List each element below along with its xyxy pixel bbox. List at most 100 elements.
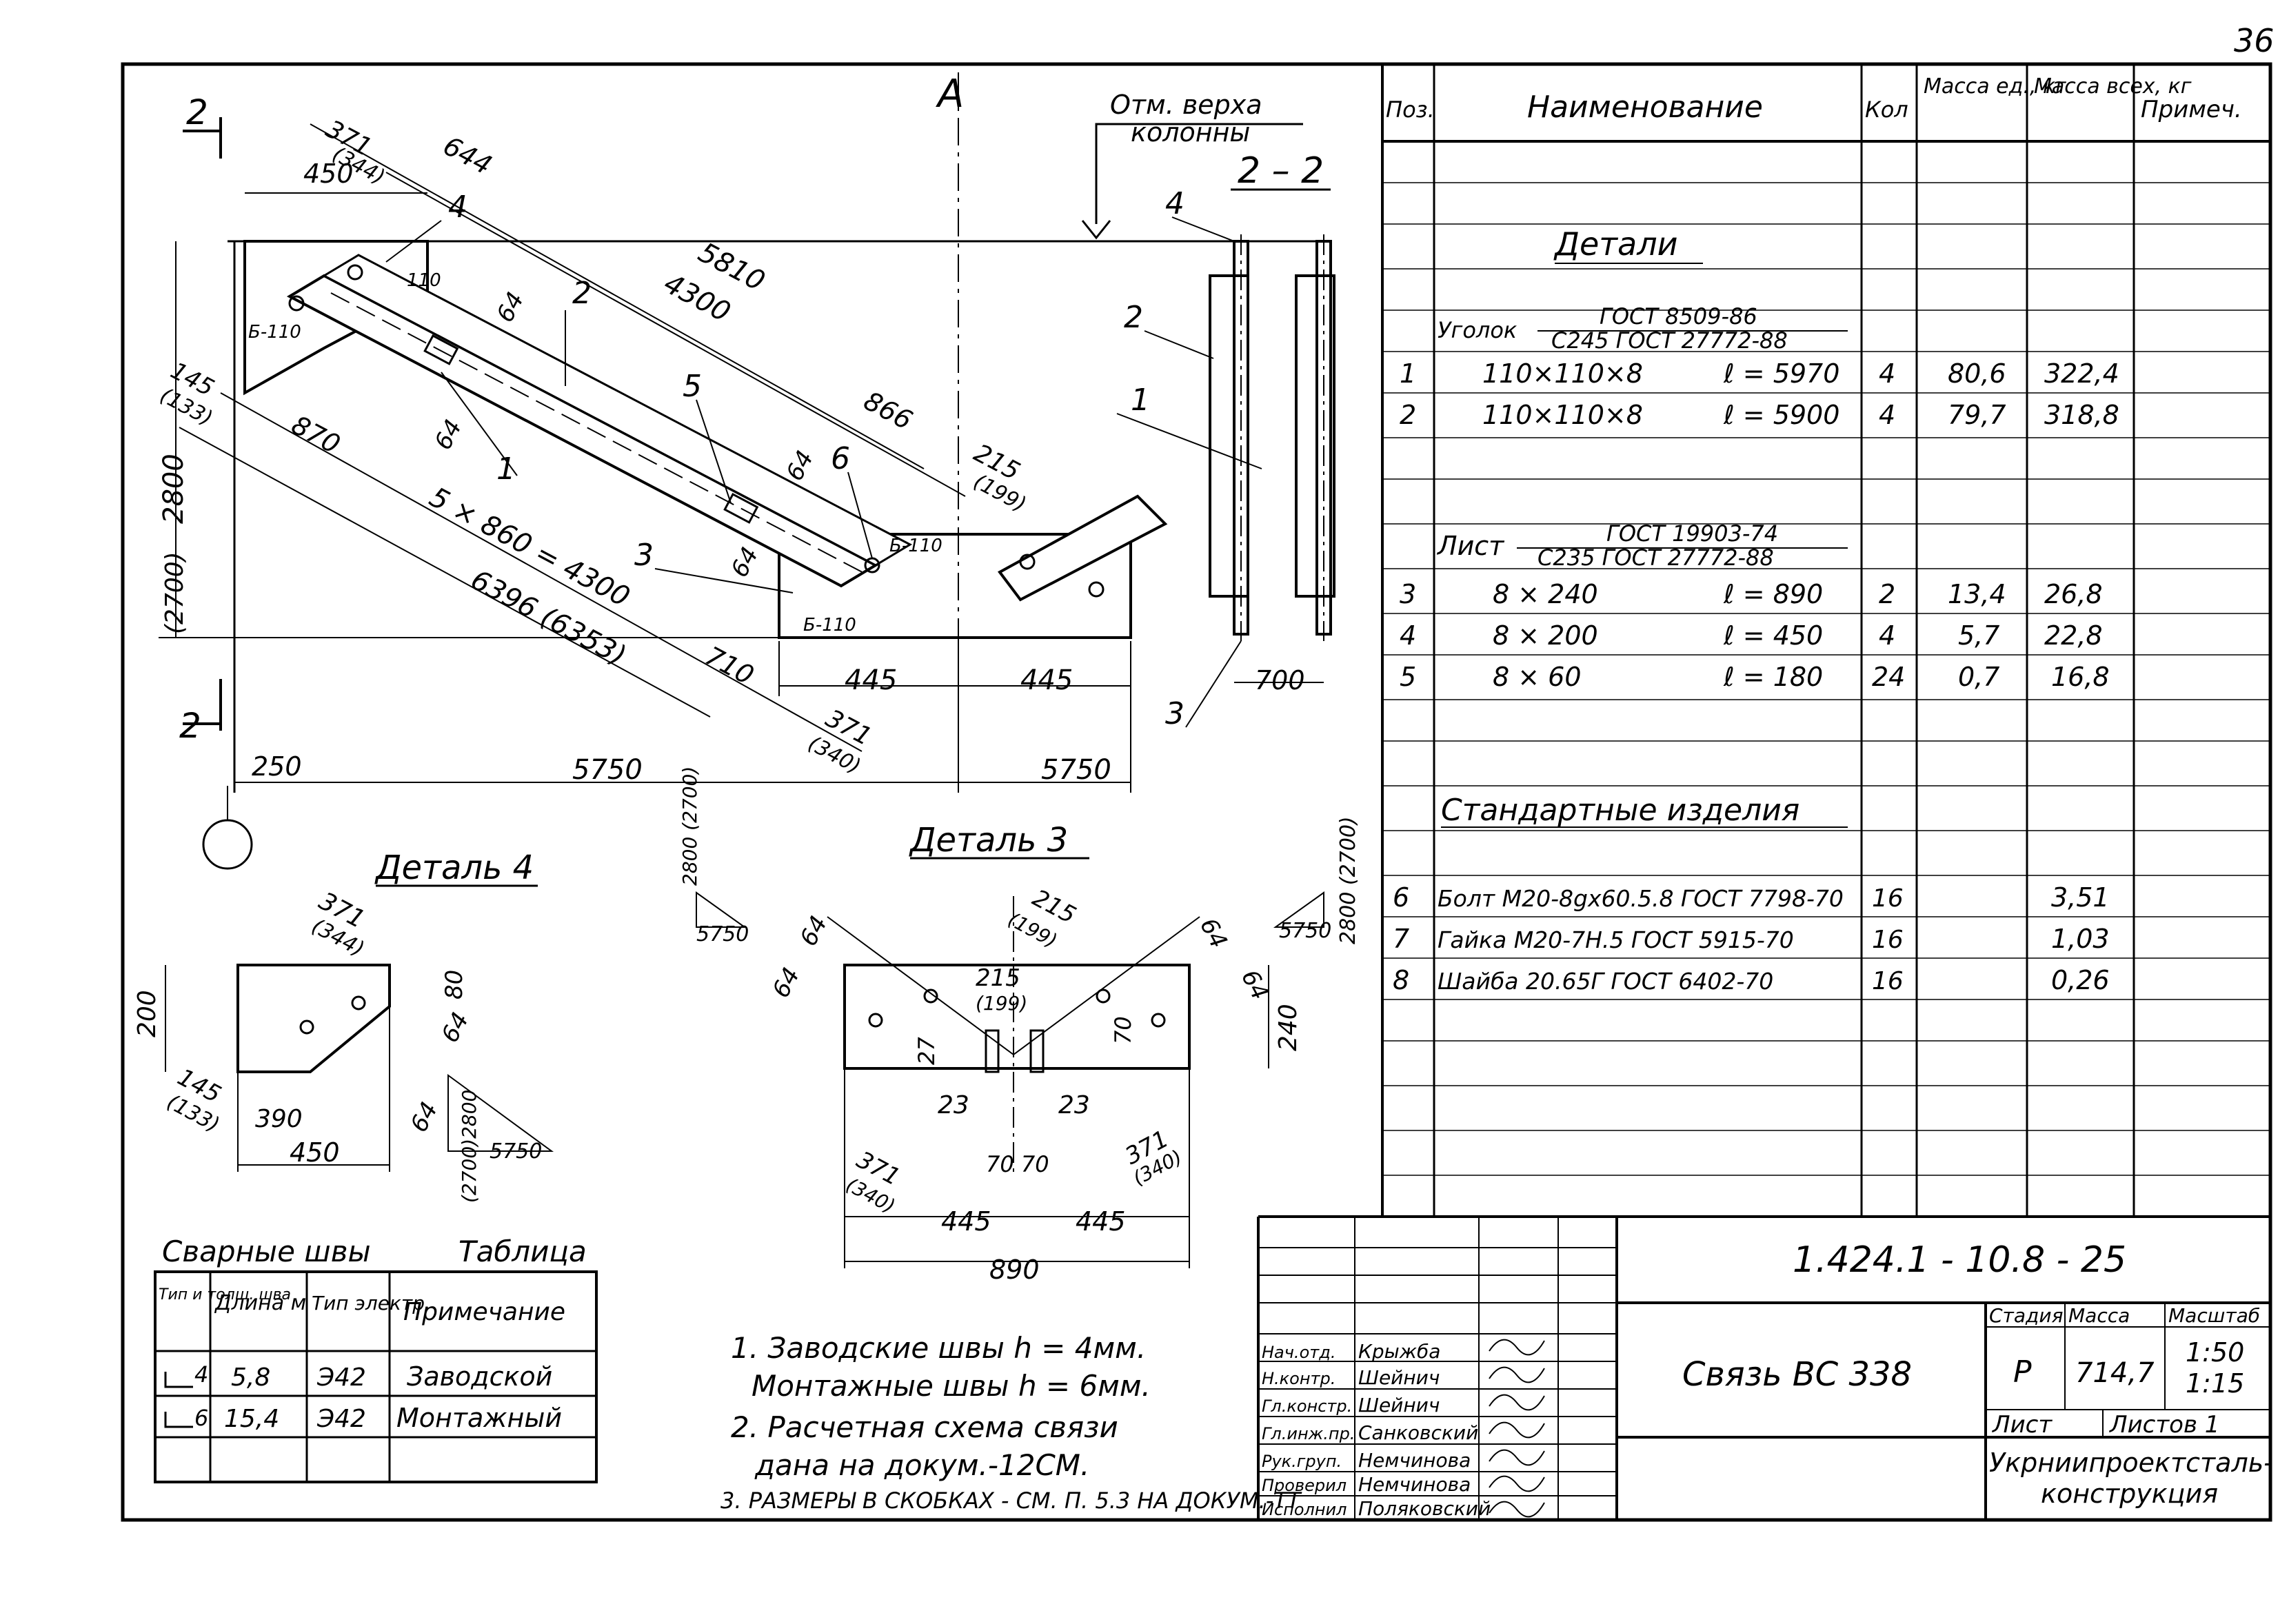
slope-triangle-right [1273, 891, 1324, 928]
stage-value: Р [2013, 1354, 2032, 1390]
dim-870: 870 [287, 409, 345, 460]
callout-5: 5 [683, 369, 702, 404]
svg-text:8 × 200: 8 × 200 [1493, 620, 1598, 651]
elevation-arrow [1081, 220, 1111, 240]
svg-text:Н.контр.: Н.контр. [1262, 1369, 1335, 1388]
section-label-top: 2 [186, 92, 208, 132]
d4-dim-2800: (2700)2800 [458, 1090, 481, 1203]
dim-line-5x860 [179, 427, 711, 718]
svg-text:322,4: 322,4 [2044, 358, 2119, 389]
section-mark-top [183, 117, 222, 159]
spec-sheet-std2: С235 ГОСТ 27772-88 [1537, 545, 1774, 571]
spec-header-pos: Поз. [1386, 97, 1435, 123]
section-angle-1 [1209, 274, 1249, 598]
svg-text:8 × 60: 8 × 60 [1493, 662, 1582, 692]
angle-hidden-line [330, 292, 869, 576]
signature [1489, 1339, 1545, 1356]
dim-64: 64 [430, 415, 468, 454]
spec-row: 3 8 × 240 ℓ = 890 2 13,4 26,8 [1400, 579, 2103, 609]
spec-angle-std2: С245 ГОСТ 27772-88 [1551, 327, 1788, 354]
main-drawing: A Отм. верха колонны 2 2 [156, 72, 1324, 870]
weld-type: 4 [194, 1361, 208, 1388]
weld-length: 15,4 [224, 1405, 279, 1433]
svg-text:22,8: 22,8 [2044, 620, 2103, 651]
svg-text:26,8: 26,8 [2044, 579, 2103, 609]
dim-5750: 5750 [1041, 754, 1111, 786]
svg-text:Болт М20-8gх60.5.8 ГОСТ 7798-7: Болт М20-8gх60.5.8 ГОСТ 7798-70 [1438, 885, 1844, 912]
sheet-label: Лист [1991, 1411, 2053, 1439]
signature [1489, 1475, 1545, 1492]
detail-3-plate [843, 964, 1191, 1070]
elevation-label-1: Отм. верха [1110, 90, 1262, 120]
dim-710: 710 [700, 640, 759, 691]
section-mark-bottom [183, 679, 222, 731]
svg-text:0,26: 0,26 [2051, 965, 2110, 995]
svg-text:Проверил: Проверил [1262, 1476, 1347, 1495]
d3-dim-240: 240 [1274, 1004, 1302, 1051]
dim-line-5810 [310, 123, 925, 469]
d4-dim-64: 64 [405, 1097, 444, 1137]
d3-dim-64: 64 [1194, 913, 1233, 953]
signature [1489, 1501, 1545, 1518]
gusset-plate-bottom [778, 533, 1132, 639]
svg-text:1: 1 [1400, 358, 1416, 389]
dim-b110: Б-110 [803, 615, 856, 636]
d3-dim-23: 23 [938, 1091, 969, 1119]
weld-header-type: Тип и толщ. шва [159, 1286, 291, 1303]
svg-text:ℓ = 180: ℓ = 180 [1723, 662, 1823, 692]
svg-text:16: 16 [1872, 967, 1904, 995]
dim-line-6396 [220, 392, 863, 752]
section-2-2-view: 2 – 2 4 2 1 3 [1116, 150, 1335, 731]
stage-label: Стадия [1989, 1304, 2063, 1327]
bolt-hole [288, 295, 305, 312]
weld-electrode: Э42 [316, 1363, 366, 1392]
svg-text:Шейнич: Шейнич [1358, 1366, 1440, 1389]
svg-text:4: 4 [1879, 358, 1895, 389]
svg-text:5: 5 [1400, 662, 1416, 692]
weld-table-label: Таблица [458, 1235, 587, 1268]
dim-866: 866 [859, 385, 918, 436]
general-notes: 1. Заводские швы h = 4мм. Монтажные швы … [720, 1331, 1302, 1514]
svg-text:8 × 240: 8 × 240 [1493, 579, 1598, 609]
svg-text:16: 16 [1872, 926, 1904, 954]
svg-text:80,6: 80,6 [1948, 358, 2006, 389]
slope-triangle [447, 1074, 554, 1152]
dim-b110: Б-110 [248, 322, 301, 343]
svg-text:7: 7 [1393, 924, 1409, 954]
svg-text:13,4: 13,4 [1948, 579, 2006, 609]
title-block: Нач.отд. Крыжба Н.контр. Шейнич Гл.конст… [1257, 1215, 2273, 1520]
svg-text:2: 2 [1400, 400, 1416, 430]
spec-table: Поз. Наименование Кол Масса ед., кг Масс… [1382, 64, 2270, 1217]
svg-text:Исполнил: Исполнил [1262, 1500, 1347, 1519]
svg-text:6: 6 [1393, 882, 1409, 913]
svg-text:Гайка М20-7Н.5 ГОСТ 5915-70: Гайка М20-7Н.5 ГОСТ 5915-70 [1438, 926, 1794, 953]
svg-text:ℓ = 5970: ℓ = 5970 [1723, 358, 1839, 389]
signature [1489, 1421, 1545, 1439]
svg-text:16,8: 16,8 [2051, 662, 2110, 692]
spec-section-details: Детали [1553, 225, 1678, 263]
d4-dim-200: 200 [133, 990, 161, 1037]
scale-value-1: 1:50 [2186, 1337, 2244, 1368]
detail-3-title: Деталь 3 [909, 821, 1068, 860]
svg-text:8: 8 [1393, 965, 1409, 995]
svg-text:Рук.груп.: Рук.груп. [1262, 1452, 1342, 1471]
note-2: 2. Расчетная схема связи [731, 1410, 1118, 1444]
detail-4-title: Деталь 4 [374, 849, 534, 887]
svg-text:318,8: 318,8 [2044, 400, 2119, 430]
note-3: 3. РАЗМЕРЫ В СКОБКАХ - СМ. П. 5.3 НА ДОК… [720, 1488, 1302, 1514]
svg-text:Санковский: Санковский [1358, 1421, 1478, 1444]
svg-text:ℓ = 5900: ℓ = 5900 [1723, 400, 1839, 430]
svg-text:4: 4 [1879, 400, 1895, 430]
angle-member-1 [286, 274, 879, 588]
dim-110: 110 [407, 270, 441, 291]
d3-dim-2800-right: 2800 (2700) [1336, 816, 1360, 944]
svg-text:Шайба 20.65Г ГОСТ 6402-70: Шайба 20.65Г ГОСТ 6402-70 [1438, 968, 1773, 995]
d4-dim-80: 80 [441, 970, 468, 999]
d4-dim-450: 450 [290, 1137, 340, 1168]
svg-text:Гл.инж.пр.: Гл.инж.пр. [1262, 1424, 1355, 1443]
svg-text:ℓ = 450: ℓ = 450 [1723, 620, 1823, 651]
detail-4-plate [236, 964, 391, 1073]
spec-row: 7 Гайка М20-7Н.5 ГОСТ 5915-70 16 1,03 [1393, 924, 2110, 954]
dim-64: 64 [726, 542, 765, 582]
